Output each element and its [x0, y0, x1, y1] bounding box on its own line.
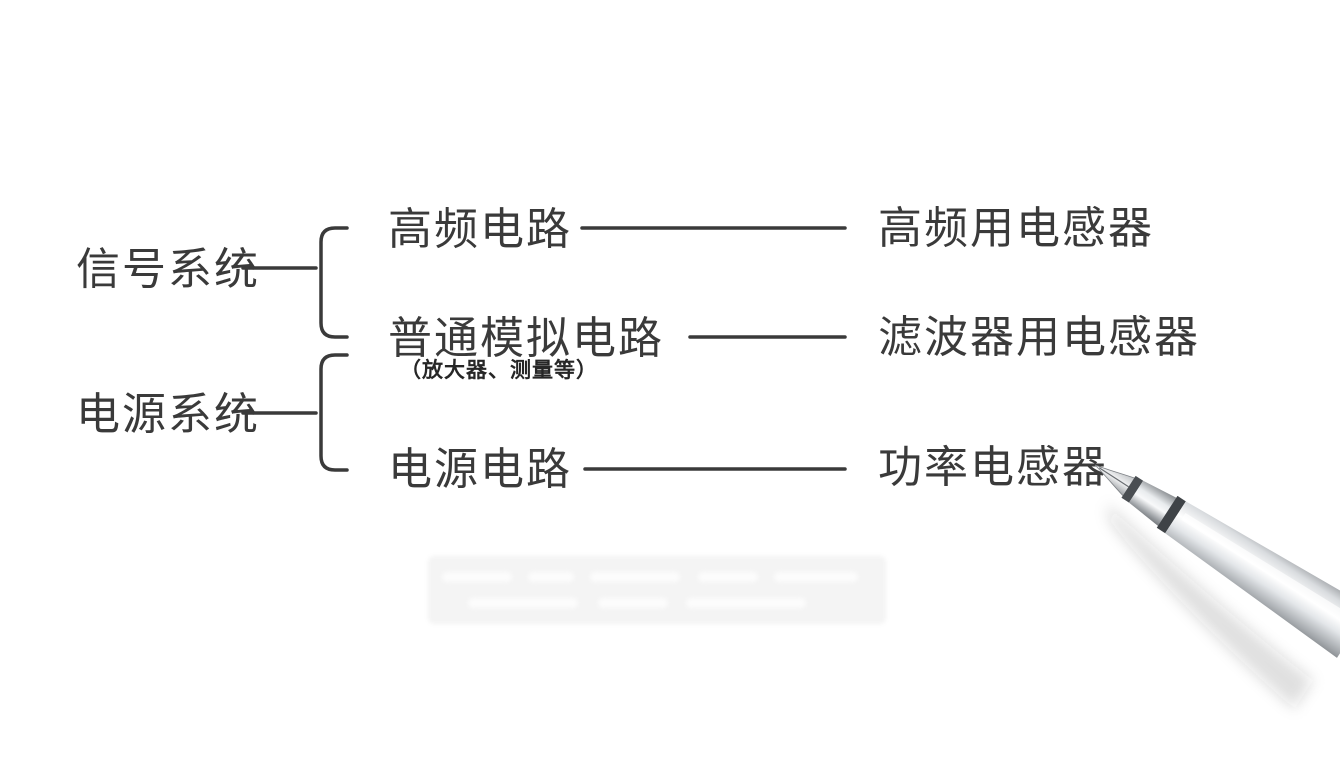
node-filter-inductor: 滤波器用电感器 [878, 313, 1200, 362]
watermark-ghost-shape [468, 598, 578, 608]
node-high-frequency-inductor: 高频用电感器 [878, 204, 1154, 253]
node-power-system: 电源系统 [76, 390, 260, 439]
watermark-ghost-shape [598, 598, 668, 608]
note-analog-circuit-examples: （放大器、测量等） [400, 359, 598, 382]
watermark-ghost-shape [686, 598, 806, 608]
pen-barrel-highlight [1181, 513, 1340, 630]
node-common-analog-circuit: 普通模拟电路 [388, 314, 664, 363]
bracket-power-system [319, 353, 349, 472]
node-high-frequency-circuit: 高频电路 [388, 205, 572, 254]
faded-watermark [428, 556, 886, 624]
node-power-circuit: 电源电路 [388, 445, 572, 494]
node-power-inductor: 功率电感器 [878, 443, 1108, 492]
watermark-ghost-shape [590, 572, 680, 582]
fountain-pen-image [1094, 464, 1340, 709]
watermark-ghost-shape [698, 572, 758, 582]
pen-shadow [1105, 503, 1313, 709]
pen-collar [1121, 475, 1144, 503]
watermark-ghost-shape [442, 572, 512, 582]
bracket-signal-system [319, 226, 349, 339]
pen-ring [1156, 495, 1186, 534]
node-signal-system: 信号系统 [76, 245, 260, 294]
watermark-ghost-shape [774, 572, 858, 582]
pen-nib-slit [1098, 467, 1129, 488]
watermark-ghost-shape [528, 572, 574, 582]
